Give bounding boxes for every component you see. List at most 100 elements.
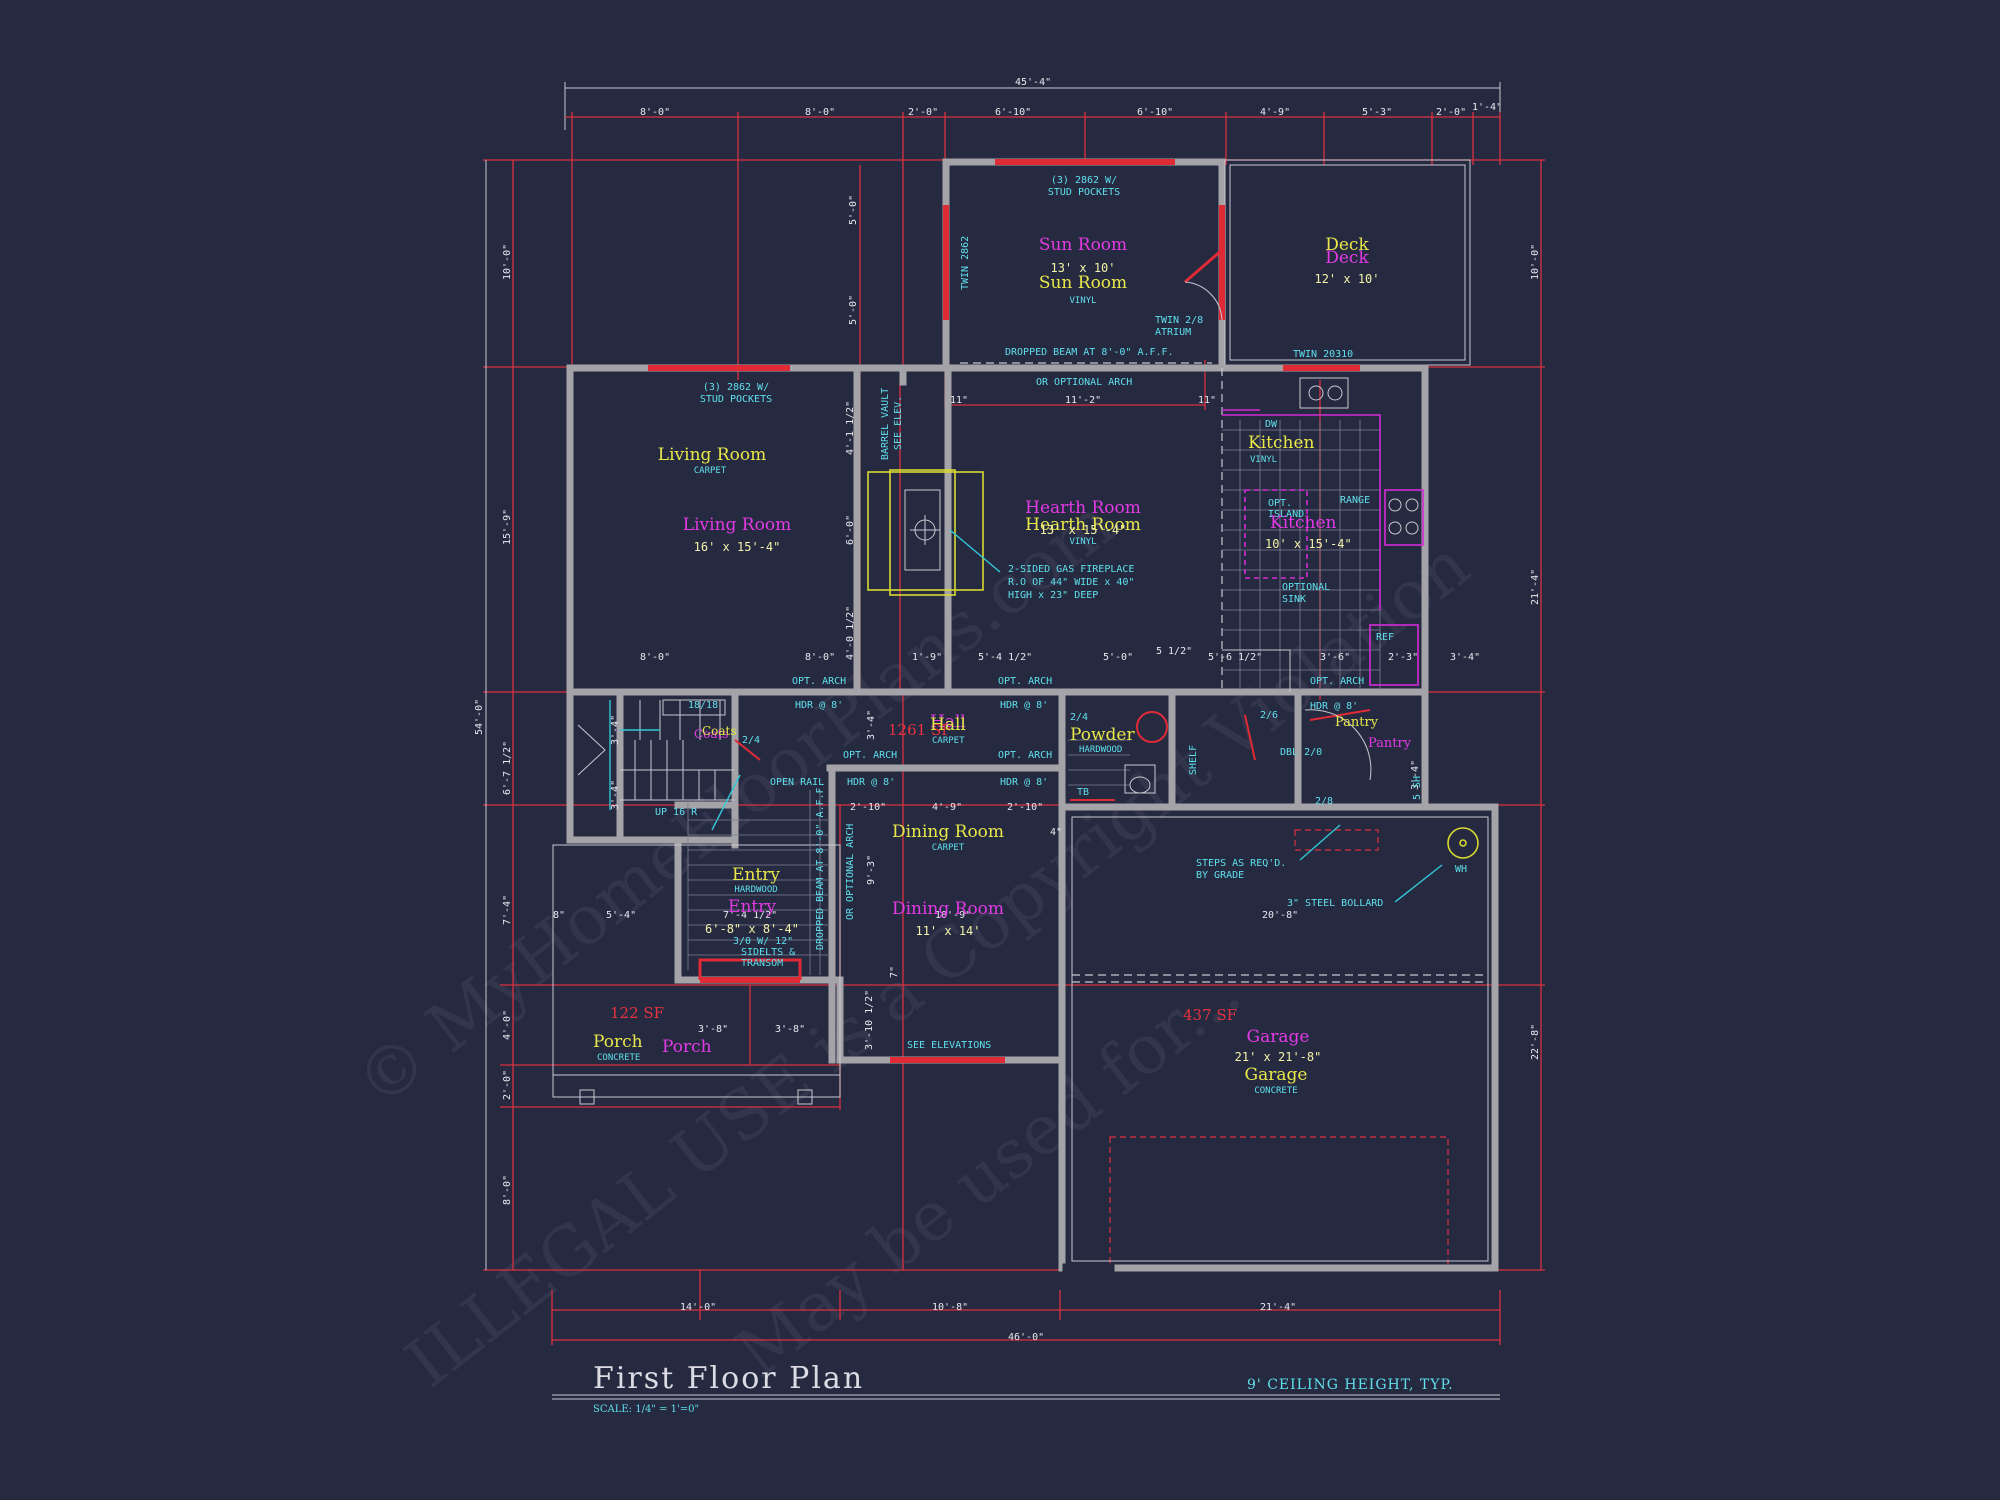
dim-bottom-3: 21'-4" bbox=[1260, 1302, 1296, 1313]
dim-v-3-4-d: 3'-4" bbox=[1410, 760, 1421, 790]
dim-row-8-0-a: 8'-0" bbox=[640, 652, 670, 663]
dim-v-3-4-a: 3'-4" bbox=[610, 715, 621, 745]
dim-h-7-4-half: 7'-4 1/2" bbox=[723, 910, 777, 921]
hdr-3: HDR @ 8' bbox=[1310, 701, 1358, 712]
garage-area: 437 SF bbox=[1183, 1006, 1237, 1024]
dim-top-3: 2'-0" bbox=[908, 107, 938, 118]
fireplace-note-3: HIGH x 23" DEEP bbox=[1008, 590, 1098, 601]
dim-top-1: 8'-0" bbox=[640, 107, 670, 118]
porch-area: 122 SF bbox=[610, 1004, 664, 1022]
dim-overall-top: 45'-4" bbox=[1015, 77, 1051, 88]
dim-v-9-3: 9'-3" bbox=[866, 855, 877, 885]
plan-scale: SCALE: 1/4" = 1'=0" bbox=[593, 1404, 699, 1415]
hall-label: Hall bbox=[930, 715, 966, 735]
wh-note: WH bbox=[1455, 864, 1467, 875]
living-room-label: Living Room bbox=[658, 445, 766, 465]
kitchen-floor: VINYL bbox=[1250, 455, 1277, 465]
door-28: 2/8 bbox=[1315, 796, 1333, 807]
hearth-room-label: Hearth Room bbox=[1025, 515, 1141, 535]
dim-left-7: 8'-0" bbox=[502, 1175, 513, 1205]
optional-arch-note: OR OPTIONAL ARCH bbox=[1036, 377, 1132, 388]
entry-size: 6'-8" x 8'-4" bbox=[705, 922, 799, 936]
entry-dropped-beam: DROPPED BEAM AT 8'-0" A.F.F. bbox=[815, 781, 826, 950]
dim-h-3-8-b: 3'-8" bbox=[775, 1024, 805, 1035]
dim-left-4: 7'-4" bbox=[502, 895, 513, 925]
dim-h-11-a: 11" bbox=[950, 395, 968, 406]
dim-h-2-10-b: 2'-10" bbox=[1007, 802, 1043, 813]
living-room-label-magenta: Living Room bbox=[683, 515, 791, 535]
dim-row-1-9: 1'-9" bbox=[912, 652, 942, 663]
pantry-label: Pantry bbox=[1335, 715, 1379, 730]
door-24-a: 2/4 bbox=[742, 735, 760, 746]
dim-h-10-9: 10'-9" bbox=[935, 910, 971, 921]
opt-arch-3: OPT. ARCH bbox=[1310, 676, 1364, 687]
coats-label: Coats bbox=[694, 727, 729, 741]
fireplace-note-2: R.O OF 44" WIDE x 40" bbox=[1008, 577, 1134, 588]
opt-arch-2: OPT. ARCH bbox=[998, 676, 1052, 687]
dim-bottom-1: 14'-0" bbox=[680, 1302, 716, 1313]
living-room-size: 16' x 15'-4" bbox=[694, 540, 781, 554]
optional-sink-1: OPTIONAL bbox=[1282, 582, 1330, 593]
dim-row-5-6-half: 5'-6 1/2" bbox=[1208, 652, 1262, 663]
dim-left-2: 15'-9" bbox=[502, 509, 513, 545]
deck-label-magenta: Deck bbox=[1325, 248, 1369, 268]
dim-right-1: 10'-0" bbox=[1530, 244, 1541, 280]
porch-floor: CONCRETE bbox=[597, 1053, 640, 1063]
coats-label-yellow: Coats bbox=[702, 724, 737, 738]
dim-h-2-10-a: 2'-10" bbox=[850, 802, 886, 813]
pantry-label-magenta: Pantry bbox=[1368, 736, 1412, 751]
dim-row-8-0-b: 8'-0" bbox=[805, 652, 835, 663]
entry-label: Entry bbox=[732, 865, 780, 885]
walls bbox=[552, 158, 1499, 1272]
living-room-floor: CARPET bbox=[694, 466, 727, 476]
dining-room-label-magenta: Dining Room bbox=[892, 899, 1004, 919]
dimension-labels: 45'-4" 8'-0" 8'-0" 2'-0" 6'-10" 6'-10" 4… bbox=[474, 77, 1541, 1343]
opt-island-1: OPT. bbox=[1268, 498, 1292, 509]
dim-h-4-9: 4'-9" bbox=[932, 802, 962, 813]
hearth-room-floor: VINYL bbox=[1069, 537, 1096, 547]
open-rail: OPEN RAIL bbox=[770, 777, 824, 788]
dim-h-4: 4" bbox=[1050, 827, 1062, 838]
twin-atrium-note: TWIN 2/8 bbox=[1155, 315, 1203, 326]
dim-top-9: 1'-4" bbox=[1472, 102, 1502, 113]
bollard-note: 3" STEEL BOLLARD bbox=[1287, 898, 1383, 909]
optional-sink-2: SINK bbox=[1282, 594, 1306, 605]
deck-label: Deck bbox=[1325, 235, 1369, 255]
dim-right-2: 21'-4" bbox=[1530, 569, 1541, 605]
dim-overall-left: 54'-0" bbox=[474, 699, 485, 735]
dim-row-3-4: 3'-4" bbox=[1450, 652, 1480, 663]
sun-room-label-magenta: Sun Room bbox=[1039, 235, 1127, 255]
dim-top-6: 4'-9" bbox=[1260, 107, 1290, 118]
see-elev-note: SEE ELEV. bbox=[893, 396, 904, 450]
hdr-1: HDR @ 8' bbox=[795, 700, 843, 711]
steps-note-1: STEPS AS REQ'D. bbox=[1196, 858, 1286, 869]
plan-title: First Floor Plan bbox=[593, 1361, 864, 1396]
ref-note: REF bbox=[1376, 632, 1394, 643]
shelf-note: SHELF bbox=[1188, 745, 1199, 775]
twin-2862-note: TWIN 2862 bbox=[960, 236, 971, 290]
dim-top-5: 6'-10" bbox=[1137, 107, 1173, 118]
sun-room-label: Sun Room bbox=[1039, 273, 1127, 293]
dim-v-6-0: 6'-0" bbox=[845, 515, 856, 545]
dim-h-20-8: 20'-8" bbox=[1262, 910, 1298, 921]
kitchen-label-magenta: Kitchen bbox=[1270, 513, 1336, 533]
dim-h-8: 8" bbox=[553, 910, 565, 921]
sun-windows-note-2: STUD POCKETS bbox=[1048, 187, 1120, 198]
dim-top-2: 8'-0" bbox=[805, 107, 835, 118]
twin-atrium-note-2: ATRIUM bbox=[1155, 327, 1191, 338]
garage-label-magenta: Garage bbox=[1247, 1027, 1310, 1047]
opt-arch-4: OPT. ARCH bbox=[843, 750, 897, 761]
dining-room-floor: CARPET bbox=[932, 843, 965, 853]
entry-optional-arch: OR OPTIONAL ARCH bbox=[845, 824, 856, 920]
dw-note: DW bbox=[1265, 419, 1278, 430]
dining-room-size: 11' x 14' bbox=[915, 924, 980, 938]
stairs bbox=[577, 699, 761, 831]
dim-bottom-2: 10'-8" bbox=[932, 1302, 968, 1313]
dim-v-5-0-a: 5'-0" bbox=[848, 195, 859, 225]
tb-note: TB bbox=[1077, 787, 1089, 798]
dining-room-label: Dining Room bbox=[892, 822, 1004, 842]
dim-h-11-2: 11'-2" bbox=[1065, 395, 1101, 406]
opt-arch-5: OPT. ARCH bbox=[998, 750, 1052, 761]
dim-v-4-0-half: 4'-0 1/2" bbox=[845, 606, 856, 660]
